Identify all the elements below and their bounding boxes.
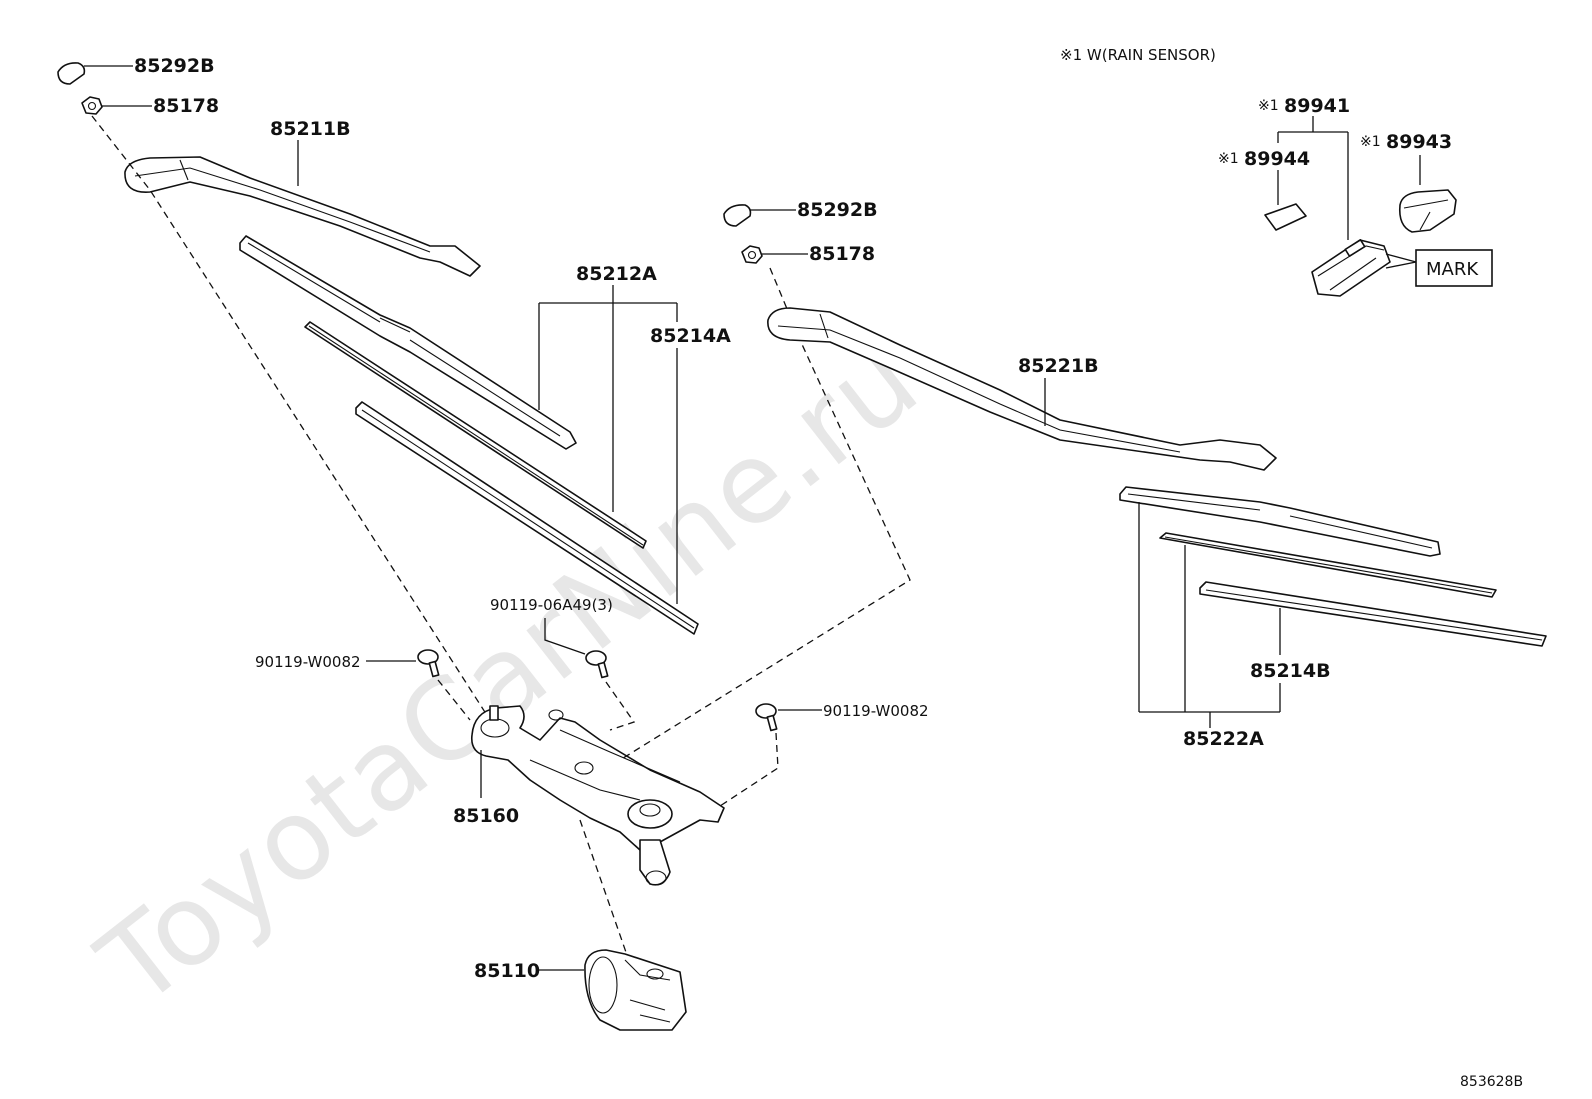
group-bracket-left [538,285,678,604]
label-blade-right: 85222A [1183,728,1264,750]
bolt-left[interactable] [366,649,440,678]
label-cap-right: 85292B [797,199,878,221]
sensor-tape-prefix: ※1 [1218,151,1239,167]
label-bolt-center: 90119-06A49(3) [490,596,613,614]
wiper-blade-right[interactable] [1119,486,1441,557]
label-sensor-group: 89941 [1284,95,1350,117]
group-bracket-right [1138,502,1281,728]
bolt-right[interactable] [755,703,822,732]
label-cap-left: 85292B [134,55,215,77]
wiper-arm-cap-left[interactable] [57,62,133,85]
watermark: ToyotaCarNine.ru [76,315,943,1032]
sensor-cover[interactable] [1398,189,1457,233]
wiper-refill-right[interactable] [1159,532,1497,598]
label-rubber-left: 85214A [650,325,731,347]
label-sensor-tape: 89944 [1244,148,1310,170]
mark-callout [1385,249,1493,287]
label-link-assembly: 85160 [453,805,519,827]
label-sensor-cover: 89943 [1386,131,1452,153]
wiper-rubber-right[interactable] [1199,581,1547,647]
wiper-arm-nut-left[interactable] [81,96,152,115]
sensor-group-prefix: ※1 [1258,98,1279,114]
bolt-center[interactable] [544,618,609,679]
label-arm-right: 85221B [1018,355,1099,377]
wiper-link-assembly[interactable] [470,705,725,886]
label-motor: 85110 [474,960,540,982]
wiper-arm-left[interactable] [124,140,481,277]
label-rubber-right: 85214B [1250,660,1331,682]
sensor-bracket [1277,116,1421,240]
wiper-arm-right[interactable] [767,307,1277,471]
rain-sensor-unit[interactable] [1311,239,1391,297]
label-arm-left: 85211B [270,118,351,140]
wiper-motor[interactable] [537,949,687,1031]
wiper-blade-left[interactable] [239,235,577,450]
label-bolt-left: 90119-W0082 [255,653,361,671]
wiper-arm-nut-right[interactable] [741,245,808,264]
wiper-refill-left[interactable] [304,321,647,549]
wiper-arm-cap-right[interactable] [723,204,796,227]
label-nut-left: 85178 [153,95,219,117]
label-blade-left: 85212A [576,263,657,285]
label-nut-right: 85178 [809,243,875,265]
wiper-rubber-left[interactable] [355,401,699,635]
sensor-cover-prefix: ※1 [1360,134,1381,150]
sensor-tape[interactable] [1264,203,1307,231]
diagram-number: 853628B [1460,1074,1523,1090]
label-sensor-mark: MARK [1426,259,1479,280]
rain-sensor-note: ※1 W(RAIN SENSOR) [1060,46,1216,64]
label-bolt-right: 90119-W0082 [823,702,929,720]
